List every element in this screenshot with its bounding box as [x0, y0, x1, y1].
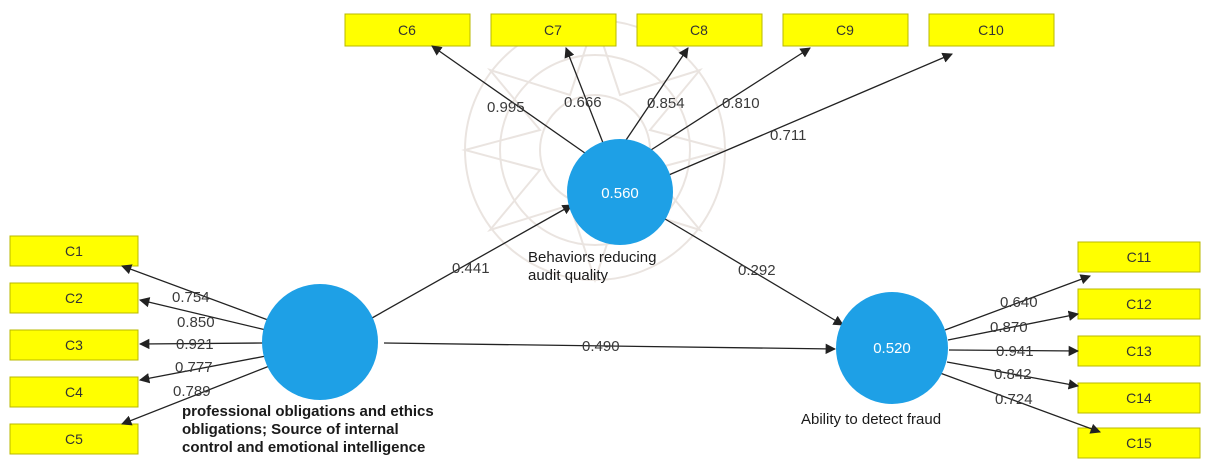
indicator-c12: C12 — [1077, 288, 1201, 320]
arrow-to-c14 — [946, 361, 1080, 390]
indicator-c15: C15 — [1077, 427, 1201, 459]
arrow-to-c13 — [948, 345, 1080, 357]
construct-professional — [262, 284, 378, 400]
indicator-boxes: C1 C2 C3 C4 C5 C6 C7 C8 C9 C10 C11 C12 C… — [9, 13, 1201, 459]
loading-c15: 0.724 — [995, 391, 1033, 408]
indicator-label: C15 — [1126, 435, 1152, 451]
loading-c6: 0.995 — [487, 99, 525, 116]
loading-c14: 0.842 — [994, 366, 1032, 383]
indicator-c3: C3 — [9, 329, 139, 361]
indicator-c2: C2 — [9, 282, 139, 314]
caption-behaviors-line1: Behaviors reducing — [528, 249, 656, 266]
construct-captions: Behaviors reducing audit quality Ability… — [182, 249, 941, 456]
arrow-to-c8 — [621, 47, 689, 147]
indicator-label: C9 — [836, 22, 854, 38]
indicator-c5: C5 — [9, 423, 139, 455]
arrows — [121, 45, 1101, 434]
indicator-label: C5 — [65, 431, 83, 447]
path-behaviors-to-ability — [654, 212, 844, 326]
arrow-to-c5 — [121, 364, 273, 426]
indicator-c4: C4 — [9, 376, 139, 408]
indicator-c9: C9 — [782, 13, 909, 47]
r-squared-ability: 0.520 — [873, 340, 911, 357]
indicator-c11: C11 — [1077, 241, 1201, 273]
indicator-label: C4 — [65, 384, 83, 400]
loading-c5: 0.789 — [173, 383, 211, 400]
path-coef-professional-behaviors: 0.441 — [452, 260, 490, 277]
loading-c13: 0.941 — [996, 343, 1034, 360]
construct-ability: 0.520 — [836, 292, 948, 404]
loading-labels: 0.754 0.850 0.921 0.777 0.789 0.995 0.66… — [172, 94, 1038, 408]
path-coefficient-labels: 0.441 0.292 0.490 — [452, 260, 776, 355]
loading-c11: 0.640 — [1000, 294, 1038, 311]
path-coef-behaviors-ability: 0.292 — [738, 262, 776, 279]
indicator-label: C7 — [544, 22, 562, 38]
construct-behaviors: 0.560 — [567, 139, 673, 245]
indicator-label: C2 — [65, 290, 83, 306]
indicator-c7: C7 — [490, 13, 617, 47]
indicator-c13: C13 — [1077, 335, 1201, 367]
caption-ability: Ability to detect fraud — [801, 411, 941, 428]
arrow-to-c11 — [944, 274, 1091, 331]
loading-c9: 0.810 — [722, 95, 760, 112]
path-professional-to-behaviors — [371, 204, 573, 319]
arrow-to-c4 — [138, 355, 267, 384]
loading-c12: 0.870 — [990, 319, 1028, 336]
indicator-c8: C8 — [636, 13, 763, 47]
indicator-label: C11 — [1127, 249, 1152, 265]
arrow-to-c2 — [138, 297, 267, 331]
indicator-label: C8 — [690, 22, 708, 38]
loading-c7: 0.666 — [564, 94, 602, 111]
indicator-label: C3 — [65, 337, 83, 353]
indicator-c6: C6 — [344, 13, 471, 47]
loading-c2: 0.850 — [177, 314, 215, 331]
arrow-to-c1 — [121, 264, 269, 321]
loading-c4: 0.777 — [175, 359, 213, 376]
caption-behaviors-line2: audit quality — [528, 267, 609, 284]
indicator-label: C1 — [65, 243, 83, 259]
path-professional-to-ability — [383, 342, 837, 355]
indicator-label: C14 — [1126, 390, 1152, 406]
arrow-to-c15 — [939, 372, 1101, 434]
loading-c8: 0.854 — [647, 95, 685, 112]
indicator-label: C13 — [1126, 343, 1152, 359]
arrow-to-c7 — [564, 47, 606, 149]
loading-c3: 0.921 — [176, 336, 214, 353]
indicator-c10: C10 — [928, 13, 1055, 47]
caption-professional-line2: obligations; Source of internal — [182, 421, 399, 438]
path-coef-professional-ability: 0.490 — [582, 338, 620, 355]
loading-c10: 0.711 — [770, 127, 806, 144]
arrow-to-c10 — [649, 52, 953, 184]
indicator-label: C10 — [978, 22, 1004, 38]
loading-c1: 0.754 — [172, 289, 210, 306]
caption-professional-line3: control and emotional intelligence — [182, 439, 425, 456]
arrow-to-c12 — [947, 310, 1080, 341]
arrow-to-c6 — [431, 45, 593, 159]
indicator-c1: C1 — [9, 235, 139, 267]
caption-professional-line1: professional obligations and ethics — [182, 403, 434, 420]
arrow-to-c3 — [138, 338, 264, 350]
indicator-label: C12 — [1126, 296, 1152, 312]
r-squared-behaviors: 0.560 — [601, 185, 639, 202]
indicator-label: C6 — [398, 22, 416, 38]
arrow-to-c9 — [639, 47, 811, 158]
indicator-c14: C14 — [1077, 382, 1201, 414]
